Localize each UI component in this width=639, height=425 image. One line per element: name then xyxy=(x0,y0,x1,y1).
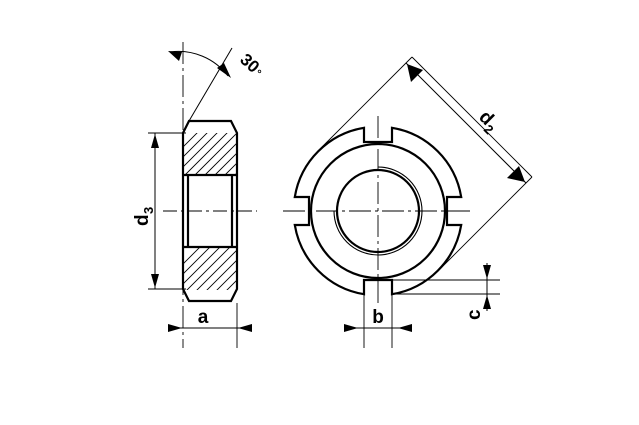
dimension-b: b xyxy=(344,280,412,348)
front-view xyxy=(283,116,473,306)
d2-ext-upper-left xyxy=(317,56,413,152)
thread-major-circle xyxy=(333,166,423,256)
section-hatch-lower xyxy=(183,247,237,290)
b-arrow-left xyxy=(344,324,358,332)
c-label-group: c xyxy=(464,309,485,320)
angle-label-group: 30 ° xyxy=(236,50,263,80)
section-hatch-upper xyxy=(183,133,237,175)
d2-envelope-top-right xyxy=(411,56,533,178)
d2-label-group: d 2 xyxy=(474,107,497,138)
c-label: c xyxy=(464,309,485,320)
c-arrow-bottom xyxy=(483,295,491,309)
d2-dim-line xyxy=(405,62,527,184)
section-view xyxy=(163,42,257,348)
d3-arrow-bottom xyxy=(151,274,159,288)
angle-arrow-left xyxy=(168,51,182,61)
degree-symbol-label: ° xyxy=(252,68,263,80)
d3-subscript-label: 3 xyxy=(141,207,156,214)
b-label: b xyxy=(372,307,384,328)
a-label: a xyxy=(198,307,209,328)
b-arrow-right xyxy=(398,324,412,332)
c-arrow-top xyxy=(483,265,491,279)
a-arrow-right xyxy=(238,324,252,332)
angle-arrow-right xyxy=(217,63,231,78)
dimension-a: a xyxy=(168,303,252,348)
d3-symbol-label: d xyxy=(132,214,153,226)
d3-label-group: d 3 xyxy=(132,207,156,226)
d2-ext-lower-right xyxy=(437,176,533,272)
dimension-d3: d 3 xyxy=(132,132,186,290)
dimension-c: c xyxy=(388,263,500,320)
d2-arrow-bottom xyxy=(507,166,525,182)
a-arrow-left xyxy=(168,324,182,332)
d3-arrow-top xyxy=(151,134,159,148)
angle-leader-line xyxy=(188,47,233,122)
d2-arrow-top xyxy=(407,64,423,82)
